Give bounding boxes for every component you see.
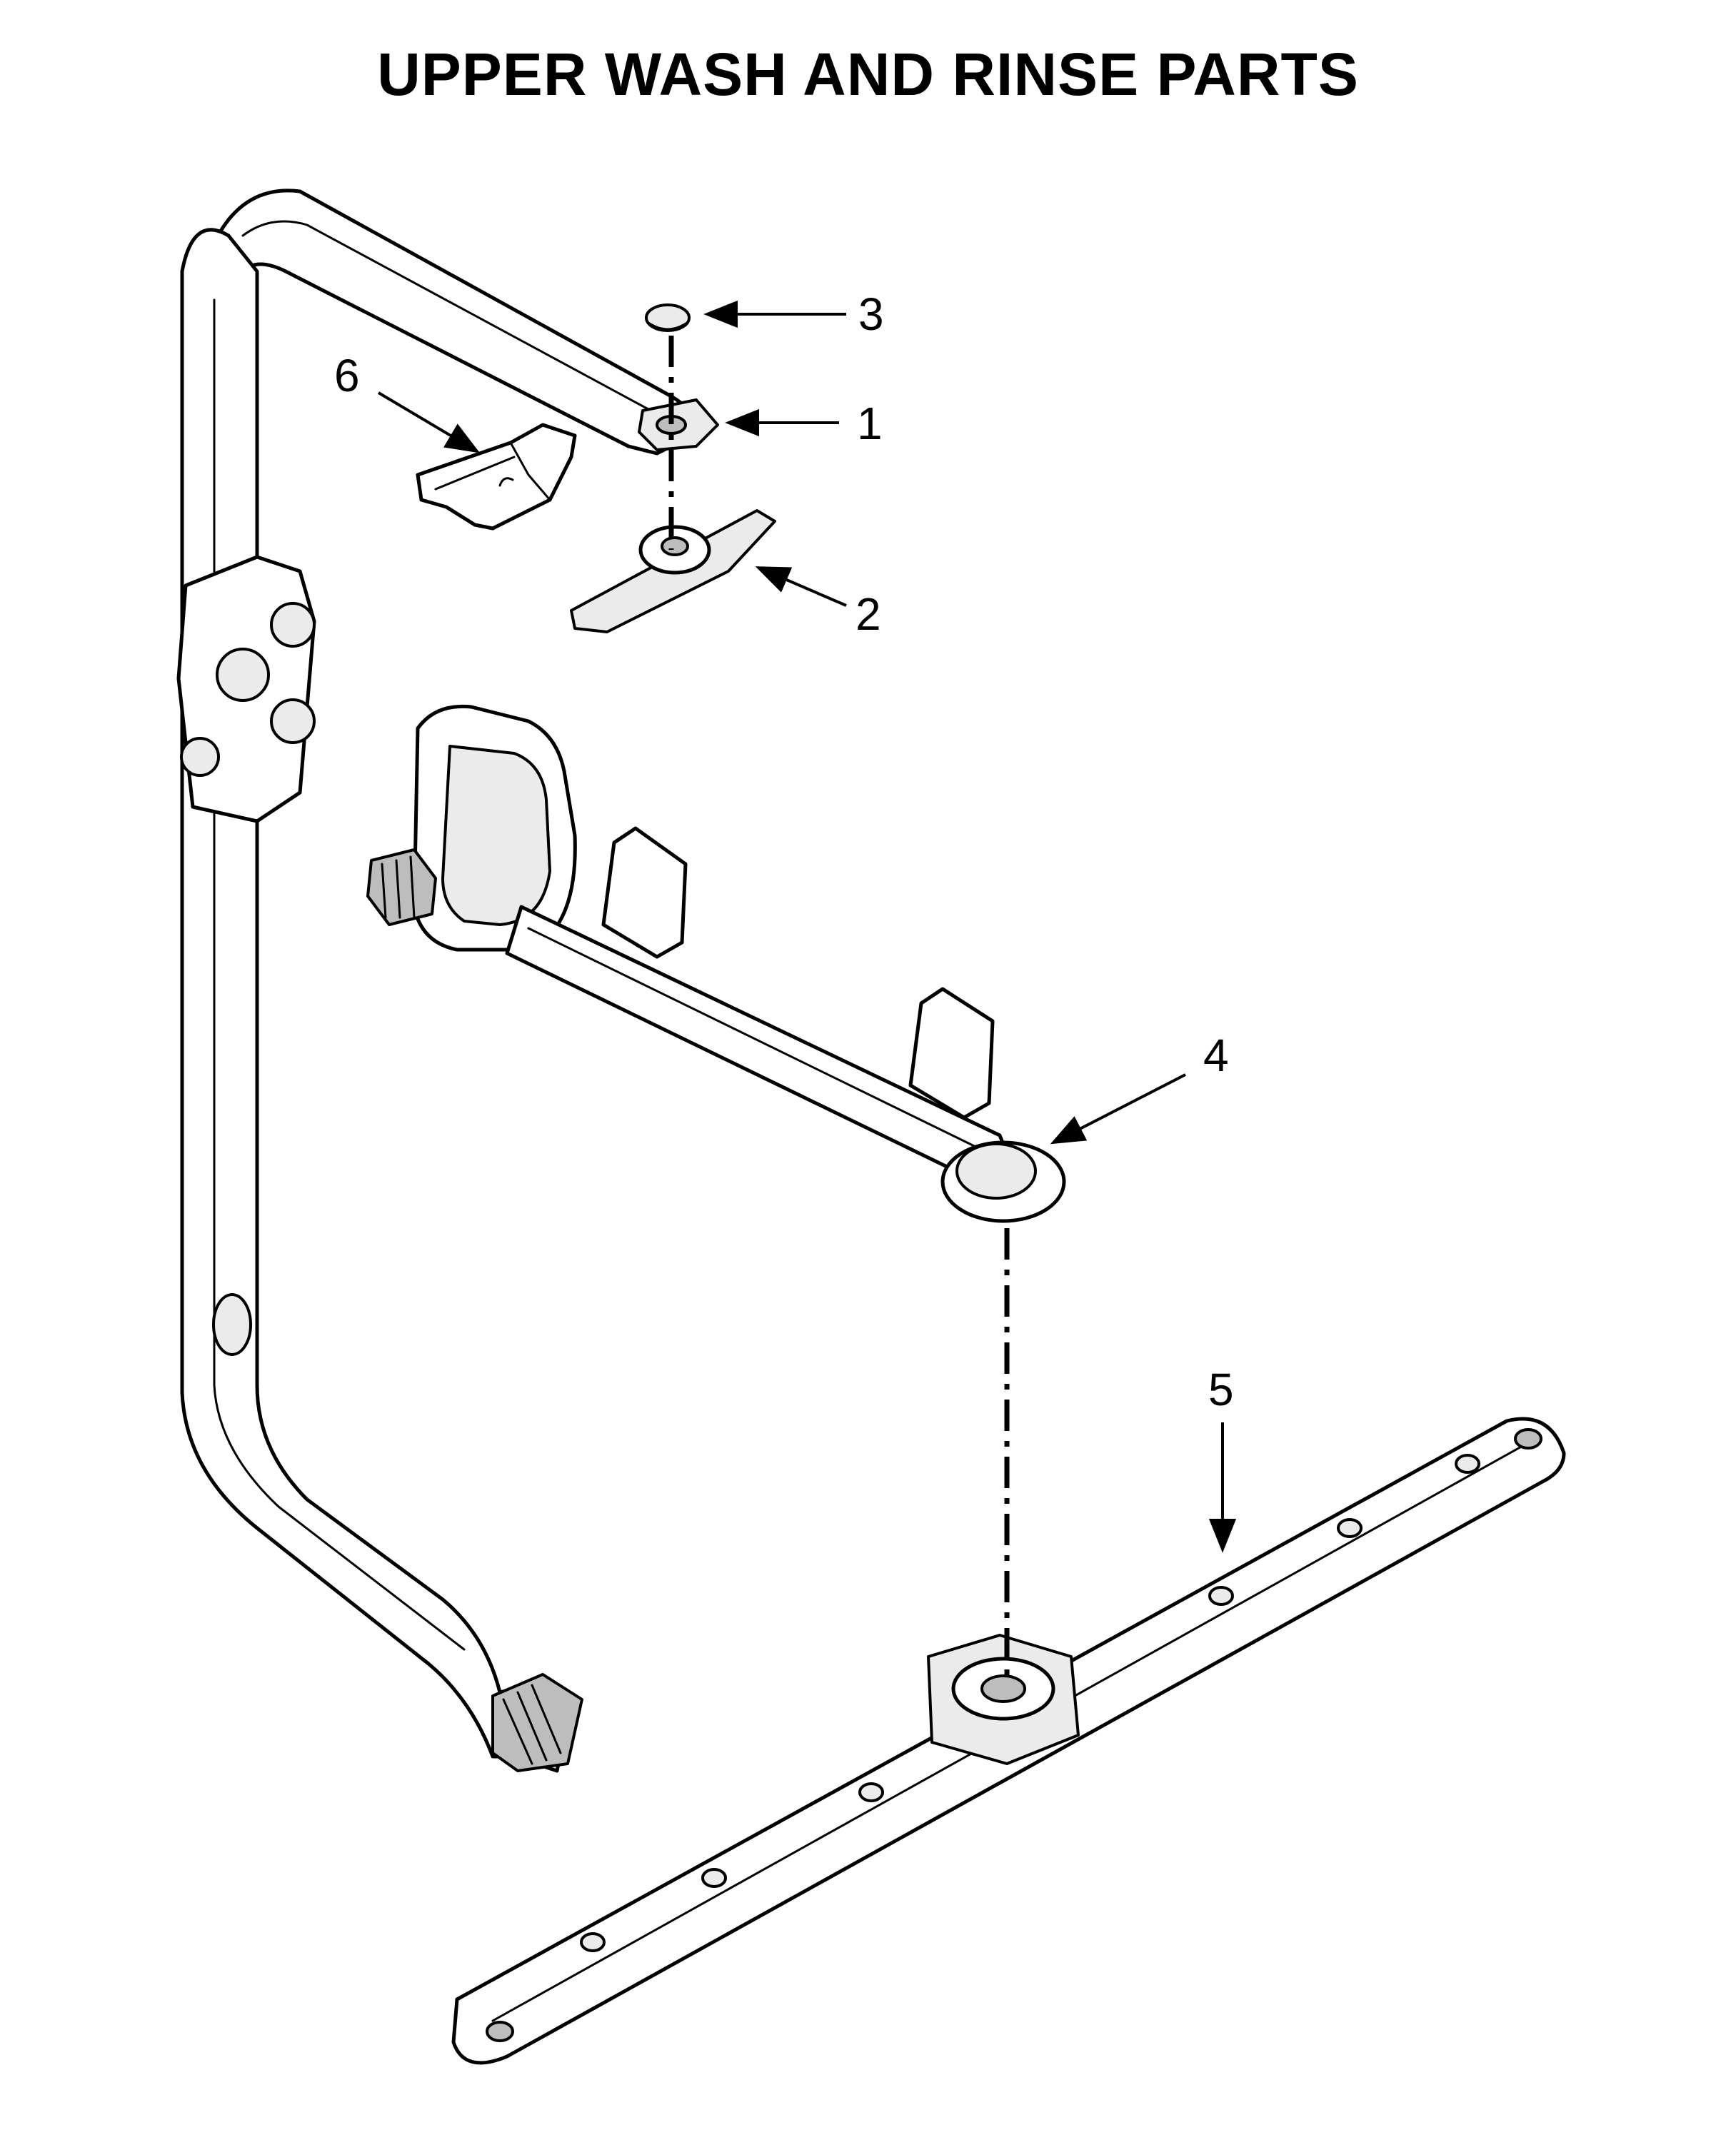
mount-hub-center — [661, 536, 689, 556]
cap-body — [645, 303, 691, 332]
supply-tube-vertical-detail — [213, 298, 466, 1651]
spray-arm-nozzle-2 — [1337, 1518, 1363, 1538]
spray-arm-nozzle-5 — [701, 1868, 727, 1888]
part-4-manifold — [366, 704, 1066, 1223]
manifold-swivel-dome — [955, 1142, 1037, 1200]
spray-arm-end-cap-left — [486, 2021, 514, 2042]
spray-arm-end-cap-right — [1514, 1428, 1542, 1450]
spray-arm-nozzle-6 — [580, 1932, 606, 1952]
manifold-latch-1 — [601, 826, 688, 959]
leader-arrow-4 — [1050, 1073, 1186, 1145]
callout-number-4: 4 — [1203, 1030, 1229, 1081]
leader-arrow-2 — [755, 566, 847, 607]
supply-tube-bracket-boss-2 — [270, 602, 316, 648]
clip-body — [416, 423, 577, 531]
supply-tube-bracket-boss-1 — [216, 648, 270, 702]
manifold-inlet-ribs — [381, 855, 416, 919]
supply-tube-inlet-ribs — [502, 1684, 562, 1765]
cap-rim — [647, 321, 688, 331]
callout-number-3: 3 — [858, 288, 884, 340]
part-5-spray-arm — [451, 1417, 1566, 2065]
spray-arm-hub-center — [980, 1674, 1026, 1703]
clip-detail — [434, 441, 551, 501]
manifold-tube-detail — [527, 927, 998, 1158]
part-2-mount — [570, 509, 776, 633]
spray-arm-nozzle-1 — [1455, 1454, 1480, 1474]
manifold-latch-2 — [908, 987, 995, 1120]
spray-arm-nozzle-4 — [858, 1782, 884, 1802]
supply-tube-upper-arm — [212, 189, 696, 456]
page-title: UPPER WASH AND RINSE PARTS — [377, 41, 1359, 108]
part-3-cap — [645, 303, 691, 332]
manifold-housing-inner — [441, 745, 551, 926]
supply-tube-port — [212, 1293, 252, 1356]
supply-tube-bracket-boss-4 — [180, 737, 220, 777]
supply-tube-upper-arm-detail — [241, 220, 666, 419]
supply-tube-vertical — [180, 228, 573, 1773]
spray-arm-nozzle-3 — [1208, 1586, 1234, 1606]
leader-arrow-6 — [377, 391, 481, 453]
callout-number-1: 1 — [857, 398, 883, 449]
supply-tube-bracket-boss-3 — [270, 698, 316, 744]
callout-number-5: 5 — [1208, 1364, 1234, 1415]
supply-tube-assembly — [176, 189, 696, 1773]
part-6-clip — [416, 423, 577, 531]
callout-number-6: 6 — [334, 350, 360, 401]
supply-tube-inlet-fitting — [491, 1673, 583, 1772]
callout-number-2: 2 — [856, 588, 881, 640]
